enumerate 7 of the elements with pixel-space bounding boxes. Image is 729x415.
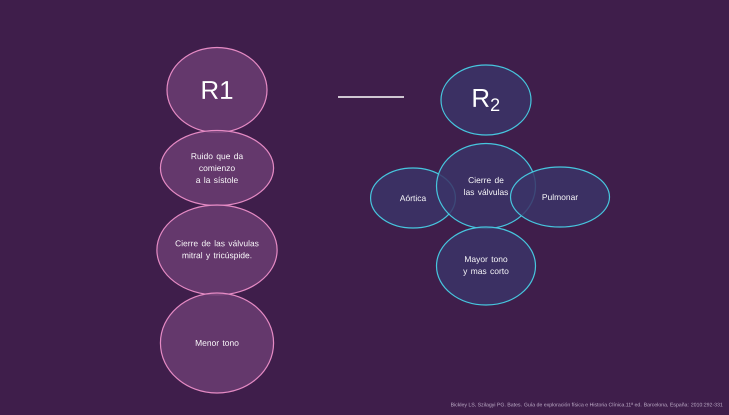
text-bubble: Pulmonar bbox=[510, 166, 610, 228]
text-bubble: Ruido que da comienzo a la sístole bbox=[160, 130, 274, 206]
text-bubble: Cierre de las válvulas mitral y tricúspide. bbox=[156, 204, 278, 296]
text-bubble: Menor tono bbox=[160, 292, 274, 394]
title-bubble: R$_{2}$ bbox=[440, 64, 532, 136]
title-bubble: R1 bbox=[166, 46, 268, 134]
text-bubble: Mayor tono y mas corto bbox=[436, 226, 536, 306]
